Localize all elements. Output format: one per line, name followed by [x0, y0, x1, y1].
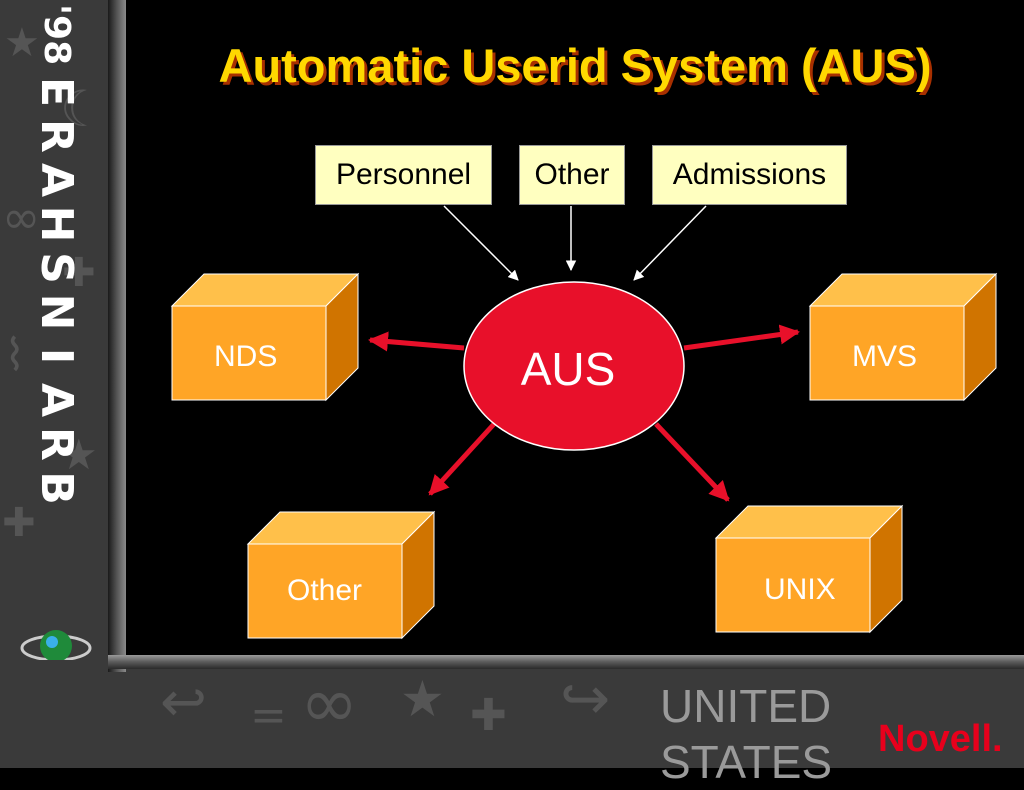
infinity-icon: ∞	[2, 190, 41, 244]
infinity-icon: ∞	[300, 662, 359, 744]
arrow-admissions-to-aus	[633, 205, 707, 281]
source-personnel: Personnel	[315, 145, 492, 205]
arrow-aus-to-nds	[368, 331, 465, 352]
box-nds	[170, 272, 360, 402]
moon-icon: ☾	[60, 80, 105, 138]
bottom-banner: ↩ = ∞ ★ ✚ ↪	[0, 660, 1024, 768]
plus-icon: ✚	[2, 500, 36, 546]
arrow-aus-to-mvs	[683, 324, 800, 351]
panel-bevel-bottom	[108, 655, 1024, 669]
source-admissions: Admissions	[652, 145, 847, 205]
plus-icon: ✚	[62, 250, 96, 296]
novell-logo: Novell.	[878, 718, 1003, 760]
hub-aus	[463, 281, 685, 451]
target-label-nds: NDS	[214, 340, 278, 373]
swirl-icon: ↪	[560, 664, 611, 734]
panel-bevel-left	[108, 0, 126, 672]
arrow-aus-to-other	[428, 422, 496, 496]
star-icon: ★	[60, 430, 98, 479]
star-icon: ★	[400, 670, 445, 728]
star-icon: ★	[4, 20, 40, 66]
equals-icon: =	[250, 690, 287, 741]
plus-icon: ✚	[470, 690, 507, 741]
box-unix	[714, 504, 904, 634]
target-label-unix: UNIX	[764, 573, 836, 606]
diagram-connectors	[170, 205, 998, 640]
target-label-mvs: MVS	[852, 340, 918, 373]
brainshare-sidebar: ★ ☾ ∞ ✚ ⌇ ★ ✚ '98 E R A H S N I A R B	[0, 0, 108, 768]
hub-label: AUS	[520, 343, 616, 395]
target-label-other: Other	[287, 574, 363, 607]
swirl-icon: ⌇	[4, 330, 26, 381]
box-other-target	[246, 510, 436, 640]
footer-location: UNITED STATES	[660, 678, 832, 790]
footer-line-1: UNITED	[660, 680, 832, 732]
slide-title: Automatic Userid System (AUS)	[218, 39, 932, 92]
arrow-aus-to-unix	[654, 422, 730, 502]
swirl-icon: ↩	[160, 670, 207, 735]
footer-line-2: STATES	[660, 736, 833, 788]
source-other: Other	[519, 145, 625, 205]
box-mvs	[808, 272, 998, 402]
arrow-personnel-to-aus	[443, 205, 519, 281]
